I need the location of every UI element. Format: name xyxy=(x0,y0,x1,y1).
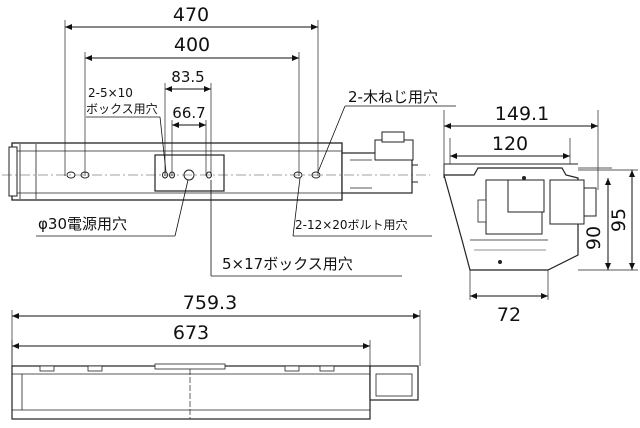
dim-470: 470 xyxy=(173,4,209,26)
dim-149-1: 149.1 xyxy=(495,103,549,125)
callout-wood-screw-holes: 2-木ねじ用穴 xyxy=(348,88,438,106)
front-view: 759.3 673 xyxy=(11,292,421,420)
callout-box-holes-5x17: 5×17ボックス用穴 xyxy=(222,255,353,273)
dim-120: 120 xyxy=(492,133,528,155)
top-view: 470 400 83.5 66.7 2-5×10 ボックス用穴 2-木ねじ用穴 … xyxy=(2,4,456,277)
callout-box-holes-2-5x10-line1: 2-5×10 xyxy=(88,86,133,100)
dim-95: 95 xyxy=(608,208,630,232)
callout-bolt-holes: 2-12×20ボルト用穴 xyxy=(295,217,408,232)
side-view: 149.1 120 72 90 95 xyxy=(443,103,638,326)
mount-hole-left xyxy=(66,171,76,179)
dim-72: 72 xyxy=(497,304,521,326)
dim-400: 400 xyxy=(174,34,210,56)
callout-power-hole: φ30電源用穴 xyxy=(38,215,127,233)
dim-66-7: 66.7 xyxy=(172,104,205,122)
callout-box-holes-2-5x10-line2: ボックス用穴 xyxy=(86,101,158,116)
dim-83-5: 83.5 xyxy=(171,68,204,86)
left-end-cap xyxy=(8,146,18,197)
dim-759-3: 759.3 xyxy=(183,292,237,314)
dim-90: 90 xyxy=(583,226,605,250)
dim-673: 673 xyxy=(173,322,209,344)
